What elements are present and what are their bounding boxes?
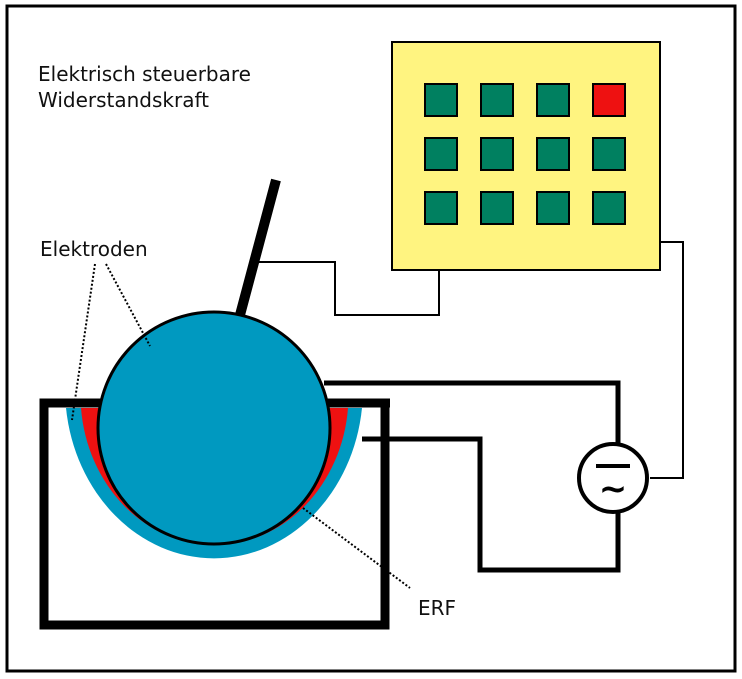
- wire-vessel-to-source: [362, 436, 621, 573]
- ac-source: ~: [577, 442, 649, 514]
- panel-button-r2-c4: [592, 137, 626, 171]
- panel-button-r3-c2: [480, 191, 514, 225]
- wire-lever-to-panel: [258, 261, 440, 316]
- inner-electrode: [96, 310, 332, 546]
- label-erf: ERF: [418, 596, 457, 620]
- ac-source-symbol: ~: [599, 469, 628, 509]
- label-electrodes: Elektroden: [40, 237, 148, 261]
- panel-button-r2-c1: [424, 137, 458, 171]
- diagram-title-line1: Elektrisch steuerbare: [38, 62, 251, 86]
- control-panel-buttons: [424, 83, 626, 225]
- panel-button-r3-c1: [424, 191, 458, 225]
- panel-button-r1-c3: [536, 83, 570, 117]
- panel-button-r2-c3: [536, 137, 570, 171]
- leader-electrode-inner: [105, 263, 151, 347]
- diagram-title-line2: Widerstandskraft: [38, 88, 210, 112]
- leader-electrode-outer: [71, 263, 96, 421]
- panel-button-r3-c4: [592, 191, 626, 225]
- wire-ball-to-source: [324, 380, 621, 448]
- panel-button-r3-c3: [536, 191, 570, 225]
- panel-button-r1-c2: [480, 83, 514, 117]
- outer-frame: [5, 4, 737, 673]
- lever-rod: [235, 178, 281, 317]
- leader-erf: [302, 507, 411, 589]
- panel-button-r1-c4: [592, 83, 626, 117]
- ac-source-circle: [577, 442, 649, 514]
- wire-panel-to-source: [650, 241, 684, 479]
- panel-button-r1-c1: [424, 83, 458, 117]
- panel-button-r2-c2: [480, 137, 514, 171]
